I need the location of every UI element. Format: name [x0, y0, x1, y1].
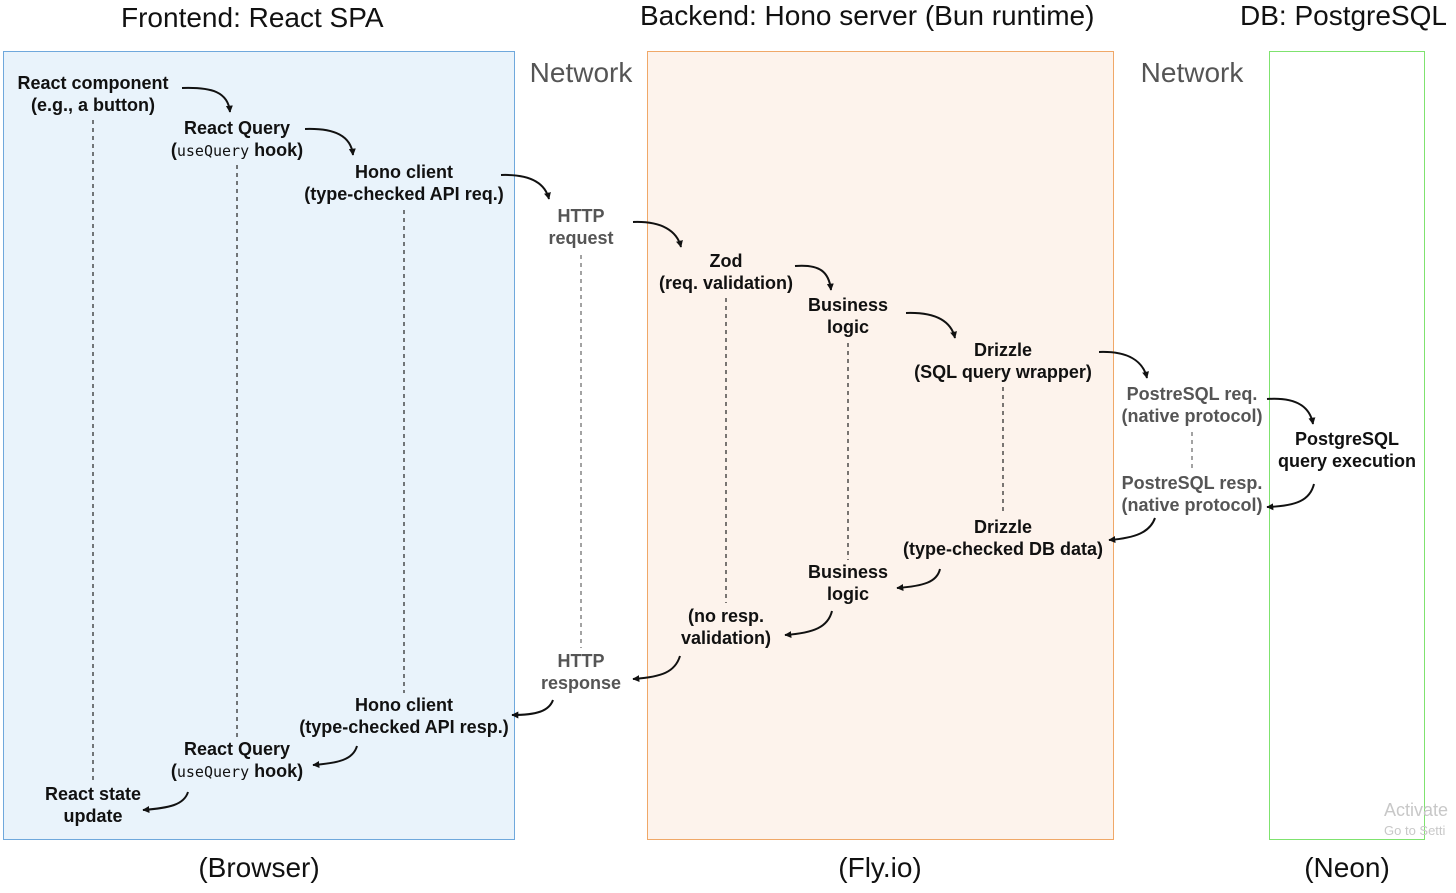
arrow-business-to-noresp — [784, 610, 833, 639]
db-lane — [1269, 51, 1425, 840]
node-drizzle-response: Drizzle(type-checked DB data) — [902, 517, 1104, 559]
node-drizzle-request: Drizzle(SQL query wrapper) — [914, 340, 1092, 382]
frontend-header: Frontend: React SPA — [121, 2, 384, 33]
backend-footer: (Fly.io) — [838, 852, 922, 883]
use-query-code: useQuery — [176, 142, 250, 160]
arrow-noresp-to-http — [632, 655, 681, 683]
arrow-business-to-drizzle — [905, 311, 957, 339]
activation-watermark-subtitle: Go to Setti — [1384, 823, 1446, 838]
frontend-lane — [3, 51, 515, 840]
db-header: DB: PostgreSQL — [1240, 0, 1447, 31]
network-label-left: Network — [529, 57, 633, 88]
network-label-right: Network — [1140, 57, 1244, 88]
arrow-pgreq-to-exec — [1266, 397, 1316, 425]
frontend-footer: (Browser) — [198, 852, 320, 883]
db-footer: (Neon) — [1304, 852, 1390, 883]
arrow-exec-to-pgresp — [1266, 483, 1315, 511]
node-zod: Zod(req. validation) — [658, 251, 794, 293]
node-react-query-response: React Query (useQuery hook) — [170, 739, 304, 781]
arrow-http-to-zod — [632, 220, 683, 248]
arrow-zod-to-business — [794, 264, 834, 291]
node-no-response-validation: (no resp.validation) — [680, 606, 772, 648]
node-hono-client-request: Hono client(type-checked API req.) — [304, 162, 504, 204]
use-query-code: useQuery — [176, 763, 250, 781]
activation-watermark-title: Activate — [1384, 800, 1449, 820]
backend-header: Backend: Hono server (Bun runtime) — [640, 0, 1095, 31]
node-postgres-response: PostreSQL resp.(native protocol) — [1121, 473, 1263, 515]
arrow-drizzle-to-business — [896, 568, 941, 592]
arrow-hono-to-http — [500, 173, 551, 200]
node-hono-client-response: Hono client(type-checked API resp.) — [299, 695, 509, 737]
arrow-pgresp-to-drizzle — [1108, 517, 1156, 544]
arrow-hono-to-query — [312, 745, 358, 768]
node-react-component: React component(e.g., a button) — [17, 73, 169, 115]
backend-lane — [647, 51, 1114, 840]
arrow-component-to-query — [181, 86, 233, 113]
arrow-drizzle-to-pgreq — [1098, 350, 1149, 379]
arrow-query-to-state — [142, 791, 189, 814]
node-react-query-request: React Query (useQuery hook) — [170, 118, 304, 160]
arrow-http-to-hono — [511, 699, 554, 719]
node-postgres-request: PostreSQL req.(native protocol) — [1121, 384, 1263, 426]
arrow-query-to-hono — [304, 127, 356, 156]
